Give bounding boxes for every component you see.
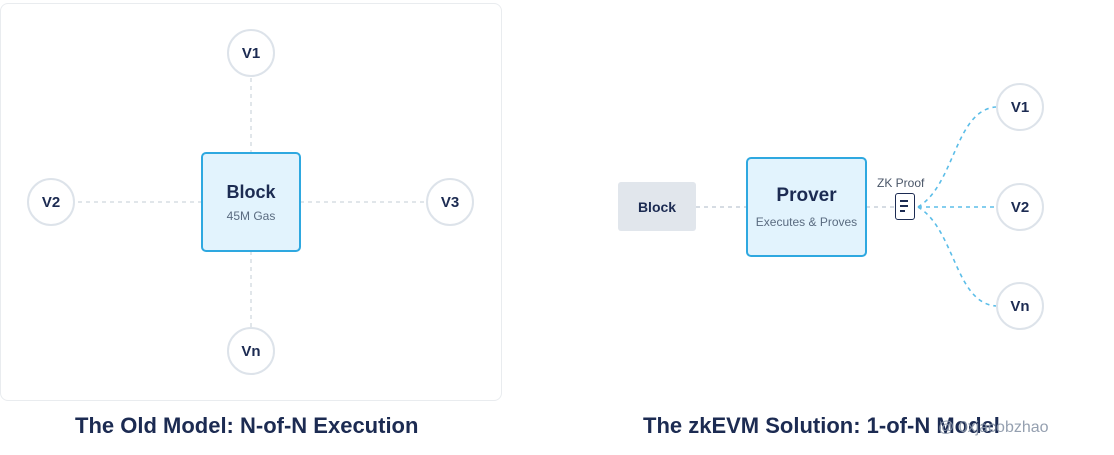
zk-validator-vn-node: Vn — [996, 282, 1044, 330]
validator-vn-node: Vn — [227, 327, 275, 375]
zk-model-caption: The zkEVM Solution: 1-of-N Model — [643, 413, 1000, 438]
document-icon — [895, 193, 915, 220]
validator-v1-node: V1 — [227, 29, 275, 77]
block-title: Block — [226, 181, 276, 202]
validator-v2-node: V2 — [27, 178, 75, 226]
prover-node: Prover Executes & Proves — [746, 157, 867, 257]
validator-v3-node: V3 — [426, 178, 474, 226]
zk-validator-v2-node: V2 — [996, 183, 1044, 231]
prover-subtitle: Executes & Proves — [755, 215, 858, 229]
zk-proof-label: ZK Proof — [877, 176, 925, 190]
connector-proof-v1 — [917, 106, 997, 208]
prover-title: Prover — [776, 185, 837, 206]
block-node: Block 45M Gas — [201, 152, 301, 252]
connector-proof-vn — [917, 206, 997, 307]
block-subtitle: 45M Gas — [226, 208, 276, 223]
zk-block-node: Block — [618, 182, 696, 231]
zk-validator-v1-node: V1 — [996, 83, 1044, 131]
watermark: @ 0xjacobzhao — [938, 419, 1049, 436]
old-model-caption: The Old Model: N-of-N Execution — [75, 413, 419, 438]
